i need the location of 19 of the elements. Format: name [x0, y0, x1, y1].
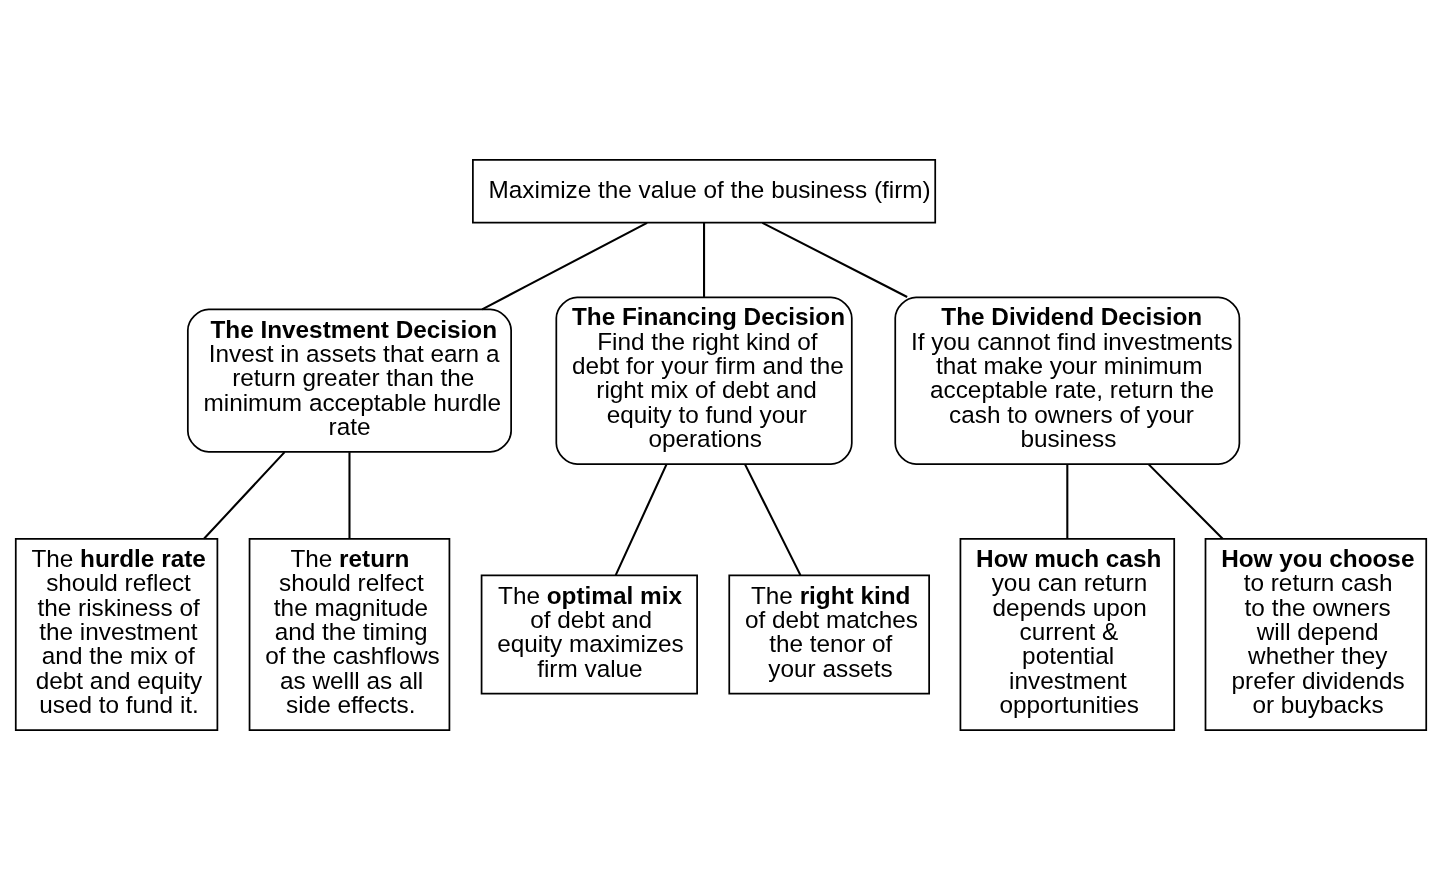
node-box: The Dividend Decision If you cannot find investments that make your minimum acceptable rate, return the cash to owners of your business — [894, 296, 1241, 465]
connector — [614, 463, 668, 576]
node-box: How much cash you can return depends upon current & potential investment opportunities — [959, 538, 1176, 731]
connector — [481, 221, 648, 311]
node-box: The hurdle rate should reflect the riskiness of the investment and the mix of debt and equity used to fund it. — [14, 538, 219, 731]
connector — [203, 451, 286, 540]
node-box: The optimal mix of debt and equity maximizes firm value — [480, 574, 698, 695]
node-box: The right kind of debt matches the tenor of your assets — [728, 574, 930, 695]
node-box: The return should relfect the magnitude and the timing of the cashflows as welll as all side effects. — [248, 538, 451, 731]
node-box: Maximize the value of the business (firm) — [472, 159, 937, 224]
connector — [761, 221, 908, 298]
connector — [744, 463, 802, 576]
node-box: The Financing Decision Find the right kind of debt for your firm and the right mix of debt and equity to fund your operations — [555, 296, 853, 465]
connector — [1147, 463, 1224, 540]
connector — [348, 452, 351, 539]
node-box: The Investment Decision Invest in assets that earn a return greater than the minimum acceptable hurdle rate — [186, 308, 512, 453]
connector — [1066, 464, 1069, 539]
node-box: How you choose to return cash to the owners will depend whether they prefer dividends or buybacks — [1204, 538, 1428, 731]
connector — [703, 222, 706, 297]
